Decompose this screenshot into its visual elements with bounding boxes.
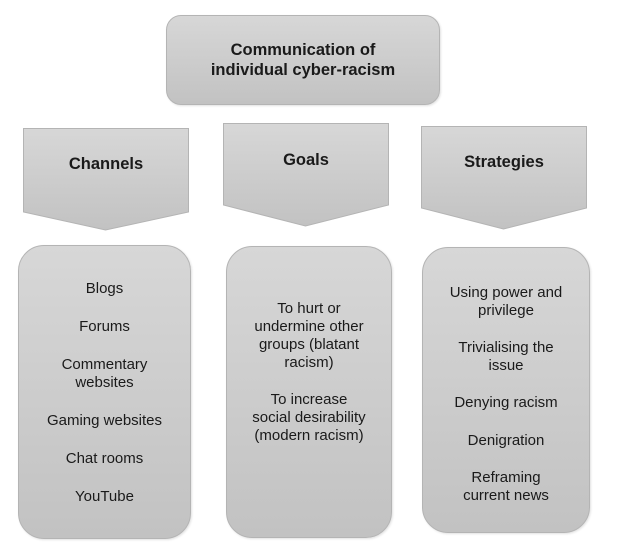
item-text: Blogs xyxy=(85,280,124,297)
list-item: Using power and privilege xyxy=(450,284,563,320)
goals-arrow-shape xyxy=(223,123,389,227)
list-item: Reframing current news xyxy=(463,469,549,505)
goals-arrow: Goals xyxy=(223,123,389,227)
list-item: Gaming websites xyxy=(47,412,162,430)
item-text: issue xyxy=(488,357,524,374)
item-text: undermine other xyxy=(254,318,364,335)
item-text: groups (blatant xyxy=(258,336,360,353)
item-text: To hurt or xyxy=(277,300,341,317)
list-item: To hurt or undermine other groups (blata… xyxy=(254,300,363,372)
item-text: Trivialising the xyxy=(458,339,554,356)
item-text: Chat rooms xyxy=(65,450,144,467)
item-text: current news xyxy=(463,487,549,504)
item-text: Denigration xyxy=(467,432,545,449)
item-text: Using power and xyxy=(449,284,563,301)
strategies-arrow-shape xyxy=(421,126,587,230)
title-box: Communication of individual cyber-racism xyxy=(166,15,440,105)
list-item: Commentary websites xyxy=(62,356,148,392)
list-item: To increase social desirability (modern … xyxy=(252,391,365,445)
channels-heading: Channels xyxy=(68,155,144,173)
item-text: Gaming websites xyxy=(46,412,163,429)
strategies-arrow: Strategies xyxy=(421,126,587,230)
list-item: Denying racism xyxy=(454,394,557,412)
item-text: websites xyxy=(75,374,134,391)
item-text: Forums xyxy=(79,318,130,335)
item-text: racism) xyxy=(284,354,334,371)
item-text: social desirability xyxy=(252,409,366,426)
list-item: Blogs xyxy=(86,280,124,298)
list-item: Denigration xyxy=(468,432,545,450)
title-line-2: individual cyber-racism xyxy=(210,61,396,79)
item-text: YouTube xyxy=(75,488,134,505)
strategies-list: Using power and privilege Trivialising t… xyxy=(422,247,590,533)
item-text: (modern racism) xyxy=(254,427,364,444)
list-item: Chat rooms xyxy=(66,450,144,468)
channels-list: Blogs Forums Commentary websites Gaming … xyxy=(18,245,191,539)
list-item: Forums xyxy=(79,318,130,336)
goals-list: To hurt or undermine other groups (blata… xyxy=(226,246,392,538)
item-text: Reframing xyxy=(471,469,541,486)
item-text: Commentary xyxy=(61,356,148,373)
channels-arrow: Channels xyxy=(23,128,189,231)
title-line-1: Communication of xyxy=(230,41,376,59)
goals-heading: Goals xyxy=(283,151,329,169)
item-text: To increase xyxy=(270,391,348,408)
list-item: YouTube xyxy=(75,488,134,506)
item-text: privilege xyxy=(478,302,534,319)
strategies-heading: Strategies xyxy=(464,153,544,171)
list-item: Trivialising the issue xyxy=(458,339,553,375)
item-text: Denying racism xyxy=(454,394,558,411)
channels-arrow-shape xyxy=(23,128,189,231)
